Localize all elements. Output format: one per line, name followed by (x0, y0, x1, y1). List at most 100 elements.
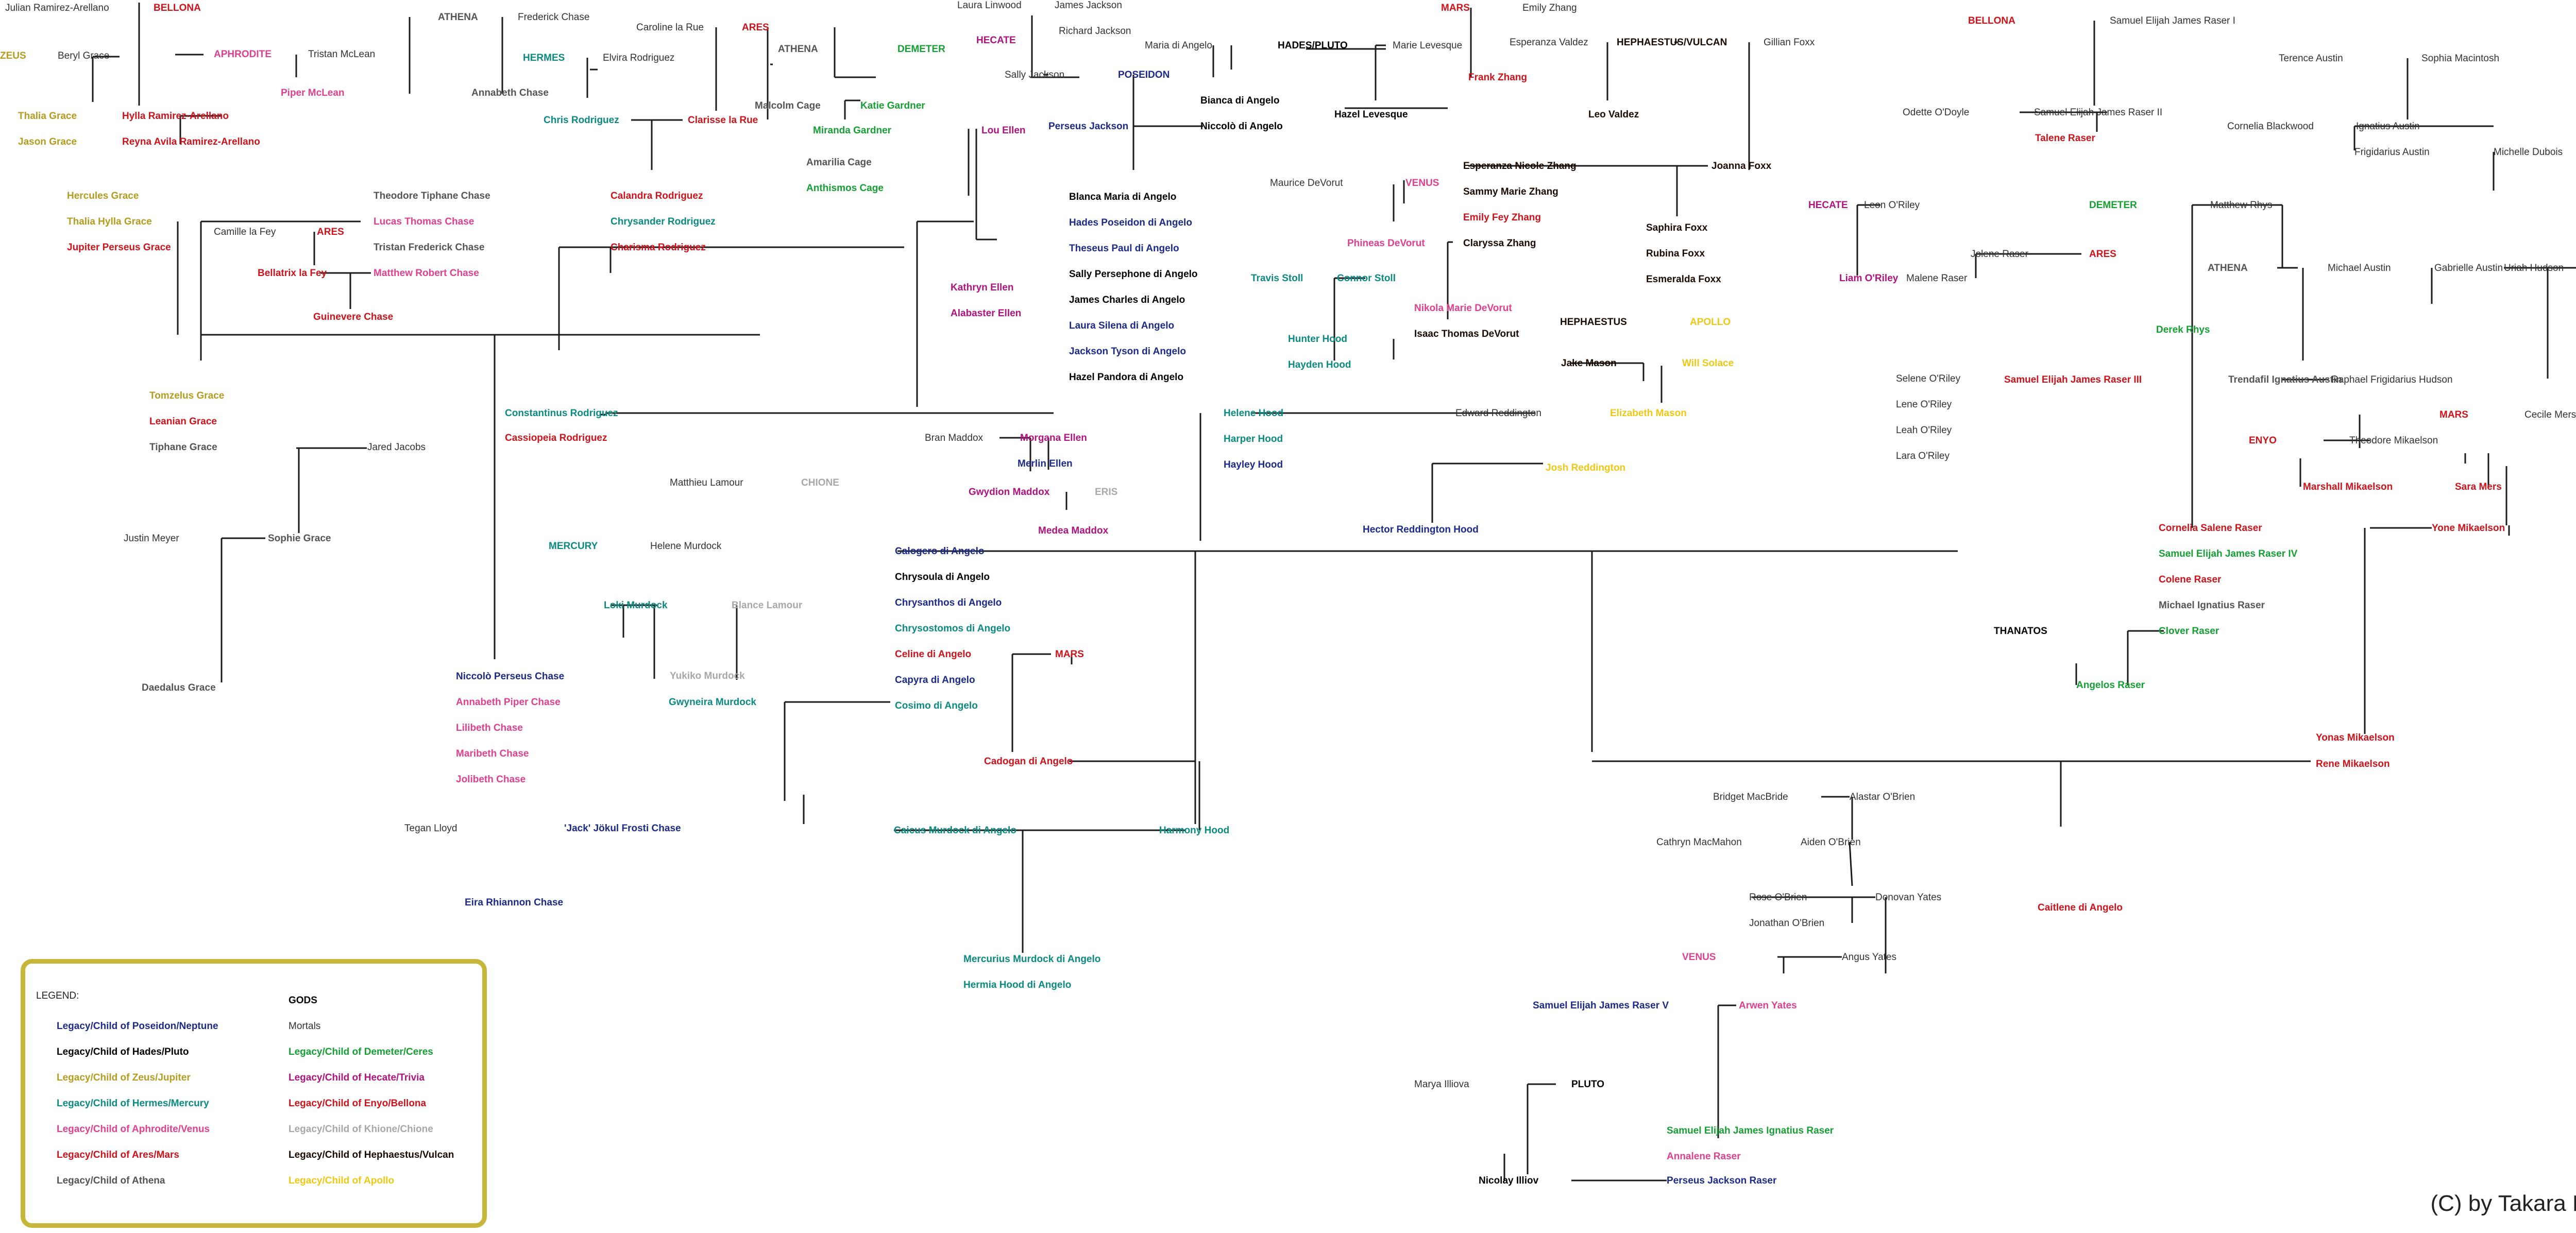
person-label: ZEUS (0, 50, 26, 61)
person-label: Malene Raser (1906, 273, 1968, 284)
person-label: Samuel Elijah James Raser V (1533, 1000, 1669, 1011)
person-label: Annabeth Piper Chase (456, 697, 561, 708)
legend-item: Legacy/Child of Hephaestus/Vulcan (289, 1150, 454, 1160)
person-label: Marshall Mikaelson (2303, 482, 2393, 492)
person-label: Uriah Hudson (2504, 263, 2564, 273)
person-label: Capyra di Angelo (895, 675, 975, 686)
legend-item: Legacy/Child of Hades/Pluto (57, 1047, 189, 1057)
person-label: Frigidarius Austin (2354, 147, 2430, 158)
legend-title: LEGEND: (36, 990, 79, 1001)
person-label: Aiden O'Brien (1801, 837, 1861, 848)
person-label: Anthismos Cage (806, 183, 884, 194)
person-label: VENUS (1682, 952, 1716, 963)
person-label: Hazel Levesque (1334, 109, 1408, 120)
person-label: Lene O'Riley (1896, 399, 1952, 410)
person-label: Claryssa Zhang (1463, 238, 1536, 249)
person-label: Emily Zhang (1522, 3, 1577, 13)
person-label: Colene Raser (2159, 574, 2222, 585)
person-label: Thalia Hylla Grace (67, 216, 152, 227)
person-label: Richard Jackson (1059, 26, 1131, 37)
person-label: Matthew Rhys (2210, 200, 2272, 211)
person-label: Derek Rhys (2156, 324, 2210, 335)
person-label: Yone Mikaelson (2432, 523, 2505, 534)
person-label: Odette O'Doyle (1903, 107, 1969, 118)
person-label: Constantinus Rodriguez (505, 408, 618, 419)
legend-item: Legacy/Child of Athena (57, 1175, 165, 1186)
person-label: Matthew Robert Chase (374, 268, 479, 279)
person-label: Joanna Foxx (1711, 161, 1772, 172)
person-label: Cosimo di Angelo (895, 700, 978, 711)
person-label: Perseus Jackson Raser (1667, 1175, 1777, 1186)
person-label: Michelle Dubois (2494, 147, 2563, 158)
person-label: Cassiopeia Rodriguez (505, 433, 607, 443)
person-label: Donovan Yates (1875, 892, 1941, 903)
person-label: Medea Maddox (1038, 525, 1109, 536)
person-label: Gabrielle Austin (2434, 263, 2503, 273)
person-label: Leon O'Riley (1864, 200, 1920, 211)
person-label: Alastar O'Brien (1850, 792, 1915, 802)
person-label: Leah O'Riley (1896, 425, 1952, 436)
person-label: Calandra Rodriguez (611, 191, 703, 201)
person-label: Gwydion Maddox (969, 487, 1050, 498)
person-label: Julian Ramirez-Arellano (5, 3, 109, 13)
legend-item: Mortals (289, 1021, 321, 1032)
person-label: Hunter Hood (1288, 334, 1347, 345)
connector-line (1849, 842, 1853, 886)
person-label: MARS (1055, 649, 1084, 660)
legend-box (21, 959, 487, 1228)
person-label: Leanian Grace (149, 416, 217, 427)
person-label: ARES (2089, 249, 2116, 260)
person-label: DEMETER (897, 44, 945, 55)
legend-item: Legacy/Child of Enyo/Bellona (289, 1098, 427, 1109)
person-label: Rose O'Brien (1749, 892, 1807, 903)
person-label: Esperanza Nicole Zhang (1463, 161, 1577, 172)
person-label: HEPHAESTUS (1560, 317, 1627, 328)
person-label: Bridget MacBride (1713, 792, 1788, 802)
person-label: Cathryn MacMahon (1656, 837, 1742, 848)
person-label: Travis Stoll (1251, 273, 1303, 284)
person-label: Frank Zhang (1468, 72, 1527, 83)
person-label: Sophia Macintosh (2421, 53, 2499, 64)
person-label: Lara O'Riley (1896, 451, 1950, 461)
person-label: Calogero di Angelo (895, 546, 984, 557)
person-label: Charisma Rodriguez (611, 242, 706, 253)
person-label: James Charles di Angelo (1069, 295, 1185, 305)
person-label: Samuel Elijah James Raser II (2034, 107, 2162, 118)
person-label: Beryl Grace (58, 50, 109, 61)
person-label: ARES (742, 22, 769, 33)
person-label: Daedalus Grace (142, 682, 216, 693)
person-label: Lucas Thomas Chase (374, 216, 474, 227)
person-label: Sara Mers (2455, 482, 2502, 492)
person-label: Theodore Mikaelson (2349, 435, 2438, 446)
person-label: Gillian Foxx (1764, 37, 1815, 48)
person-label: Michael Ignatius Raser (2159, 600, 2265, 611)
person-label: Hades Poseidon di Angelo (1069, 217, 1192, 228)
person-label: Sally Persephone di Angelo (1069, 269, 1198, 280)
person-label: Hayden Hood (1288, 359, 1351, 370)
person-label: Connor Stoll (1337, 273, 1396, 284)
person-label: Esperanza Valdez (1510, 37, 1588, 48)
person-label: Reyna Avila Ramirez-Arellano (122, 136, 260, 147)
person-label: Loki Murdock (604, 600, 668, 611)
person-label: Laura Silena di Angelo (1069, 320, 1174, 331)
person-label: Edward Reddington (1455, 408, 1541, 419)
person-label: ERIS (1095, 487, 1117, 498)
person-label: Jupiter Perseus Grace (67, 242, 171, 253)
person-label: Annalene Raser (1667, 1151, 1741, 1162)
person-label: Emily Fey Zhang (1463, 212, 1541, 223)
person-label: POSEIDON (1118, 70, 1170, 80)
person-label: Theseus Paul di Angelo (1069, 243, 1179, 254)
copyright-credit: (C) by Takara Phoenix (2430, 1191, 2576, 1216)
person-label: Rene Mikaelson (2316, 759, 2390, 769)
person-label: Hector Reddington Hood (1363, 524, 1479, 535)
person-label: Niccolò Perseus Chase (456, 671, 564, 682)
legend-item: Legacy/Child of Zeus/Jupiter (57, 1072, 191, 1083)
person-label: Maribeth Chase (456, 748, 529, 759)
person-label: HECATE (1808, 200, 1848, 211)
person-label: Leo Valdez (1588, 109, 1639, 120)
person-label: Terence Austin (2279, 53, 2343, 64)
person-label: Elizabeth Mason (1610, 408, 1687, 419)
person-label: Angus Yates (1842, 952, 1896, 963)
